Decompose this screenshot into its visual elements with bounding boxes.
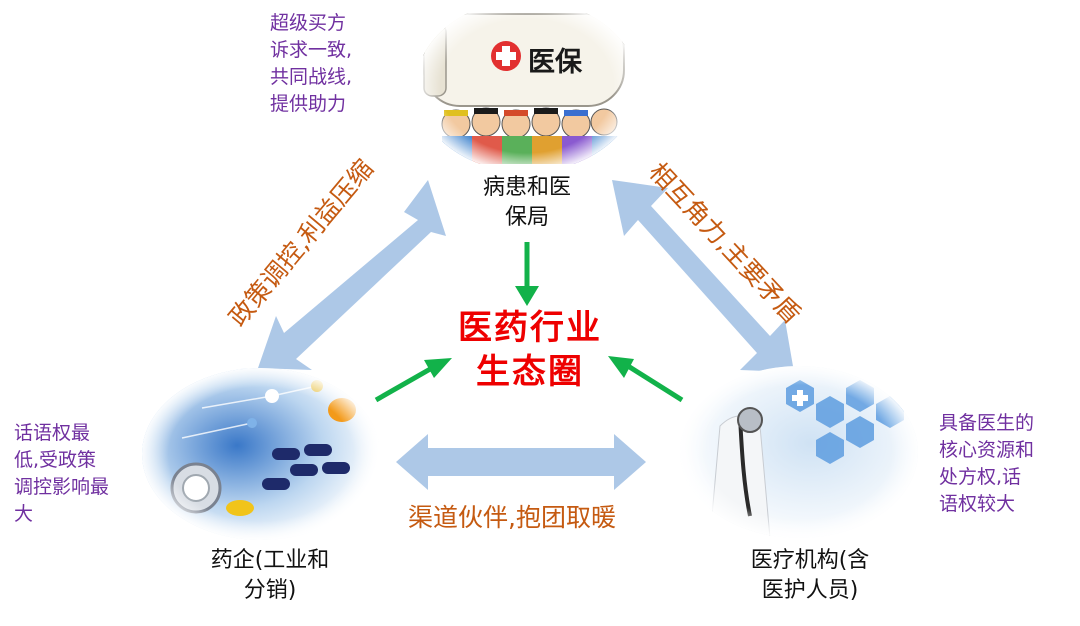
node-label-pharma: 药企(工业和 分销) <box>210 548 330 603</box>
green-arrow-left <box>374 358 452 403</box>
center-title: 医药行业 生态圈 <box>458 308 602 392</box>
note-left: 话语权最 低,受政策 调控影响最 大 <box>14 422 110 525</box>
note-top-left: 超级买方 诉求一致, 共同战线, 提供助力 <box>270 12 353 115</box>
green-arrow-right <box>608 356 684 403</box>
double-arrow-bottom <box>396 434 646 490</box>
node-label-medical-institutions: 医疗机构(含 医护人员) <box>750 548 870 603</box>
doctor-stethoscope-illustration <box>680 366 918 538</box>
insurance-sign: 医保 <box>528 47 582 78</box>
pharma-pills-illustration <box>142 368 380 540</box>
note-right: 具备医生的 核心资源和 处方权,话 语权较大 <box>939 412 1035 515</box>
double-arrow-left <box>258 180 446 370</box>
insurance-crowd-illustration: 医保 <box>416 0 638 172</box>
double-arrow-right <box>612 180 794 372</box>
edge-label-bottom: 渠道伙伴,抱团取暖 <box>408 503 616 532</box>
node-label-patients-insurance: 病患和医 保局 <box>482 175 571 230</box>
green-arrow-top <box>515 242 539 306</box>
